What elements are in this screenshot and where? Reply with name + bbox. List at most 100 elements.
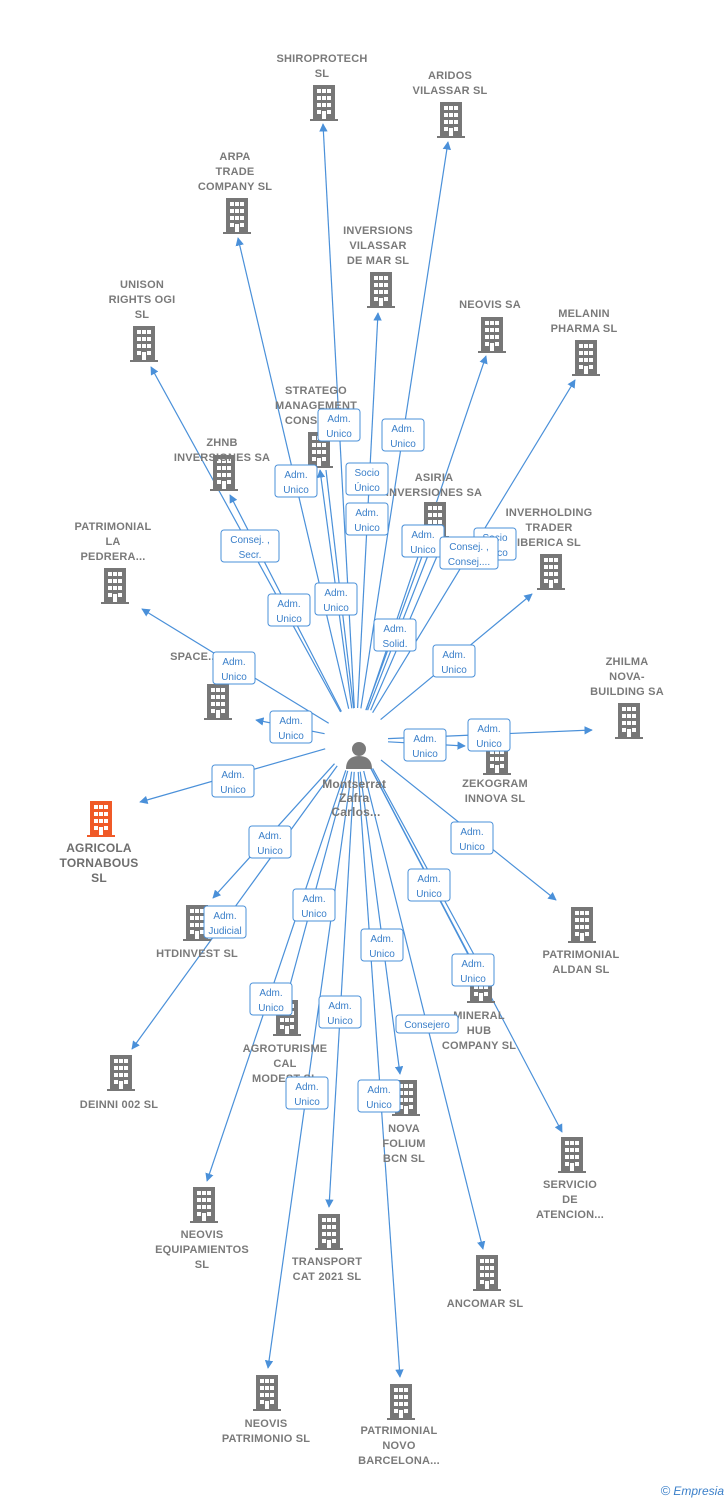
- edge-label-servicio[interactable]: Adm.Unico: [451, 953, 495, 987]
- edge-label-line: Unico: [327, 1016, 353, 1027]
- edge-label-agricola[interactable]: Adm.Unico: [211, 764, 255, 798]
- edge-label-box: [267, 593, 311, 627]
- edge-label-nova-folium[interactable]: Adm.Unico: [360, 928, 404, 962]
- company-label-line: TRADER: [525, 522, 572, 534]
- edge-label-line: Unico: [369, 949, 395, 960]
- edge-label-arpa[interactable]: Adm.Unico: [274, 464, 318, 498]
- company-node-ancomar[interactable]: ANCOMAR SL: [447, 1255, 524, 1310]
- edge-label-inversions[interactable]: Adm.Unico: [381, 418, 425, 452]
- company-label-line: DE MAR SL: [347, 255, 409, 267]
- company-label-line: SL: [135, 309, 150, 321]
- edge-label-ancomar[interactable]: Consejero: [395, 1014, 459, 1034]
- building-icon: [87, 801, 115, 837]
- edge-label-agroturisme[interactable]: Adm.Unico: [292, 888, 336, 922]
- building-icon: [253, 1375, 281, 1411]
- edge-label-neovis-equip[interactable]: Adm.Unico: [249, 982, 293, 1016]
- edge-patrimonial-novo: [357, 771, 404, 1378]
- edge-label-asiria[interactable]: Consej. ,Consej....: [439, 536, 499, 570]
- edge-label-zhnb[interactable]: Consej. ,Secr.: [220, 529, 280, 563]
- edge-label-inverholding[interactable]: Adm.Unico: [432, 644, 476, 678]
- edge-label-line: Adm.: [391, 424, 414, 435]
- edge-label-stratego[interactable]: Adm.Unico: [317, 408, 361, 442]
- edge-label-asiria[interactable]: Adm.Solid.: [373, 618, 417, 652]
- edge-label-transport[interactable]: Adm.Unico: [318, 995, 362, 1029]
- edge-label-box: [403, 728, 447, 762]
- edge-label-stratego[interactable]: Adm.Unico: [314, 582, 358, 616]
- edge-label-line: Adm.: [221, 770, 244, 781]
- company-label-line: CAL: [273, 1058, 296, 1070]
- edge-label-shiroprotech[interactable]: Adm.Unico: [345, 502, 389, 536]
- edge-label-text: Adm.Unico: [258, 988, 284, 1014]
- edge-label-patrimonial-pedrera[interactable]: Adm.Unico: [212, 651, 256, 685]
- edge-label-box: [432, 644, 476, 678]
- company-label: DEINNI 002 SL: [80, 1099, 158, 1111]
- edge-label-space[interactable]: Adm.Unico: [269, 710, 313, 744]
- edge-label-text: Adm.Unico: [294, 1082, 320, 1108]
- edge-label-deinni[interactable]: Adm.Judicial: [203, 905, 247, 939]
- edge-label-zekogram[interactable]: Adm.Unico: [403, 728, 447, 762]
- company-label-line: PATRIMONIO SL: [222, 1433, 310, 1445]
- edge-label-line: Unico: [258, 1003, 284, 1014]
- building-icon: [190, 1187, 218, 1223]
- company-node-htdinvest[interactable]: HTDINVEST SL: [156, 905, 238, 960]
- company-node-space[interactable]: SPACE...: [170, 651, 232, 720]
- edge-label-unison[interactable]: Adm.Unico: [267, 593, 311, 627]
- edge-label-neovis-patrimonio[interactable]: Adm.Unico: [285, 1076, 329, 1110]
- edge-label-patrimonial-novo[interactable]: Adm.Unico: [357, 1079, 401, 1113]
- edge-label-line: Unico: [294, 1097, 320, 1108]
- edge-label-box: [274, 464, 318, 498]
- edge-label-patrimonial-aldan[interactable]: Adm.Unico: [450, 821, 494, 855]
- edge-label-text: Adm.Unico: [390, 424, 416, 450]
- company-node-neovis-sa[interactable]: NEOVIS SA: [459, 299, 521, 353]
- company-label-line: DEINNI 002 SL: [80, 1099, 158, 1111]
- edge-label-line: Unico: [354, 523, 380, 534]
- building-icon: [223, 198, 251, 234]
- edge-label-zhilma[interactable]: Adm.Unico: [467, 718, 511, 752]
- company-label-line: ARPA: [219, 151, 250, 163]
- brand-watermark[interactable]: ©Empresia: [661, 1483, 724, 1498]
- company-label: NEOVIS SA: [459, 299, 521, 311]
- edge-label-htdinvest[interactable]: Adm.Unico: [248, 825, 292, 859]
- edge-label-box: [395, 1014, 459, 1034]
- edge-label-line: Adm.: [367, 1085, 390, 1096]
- edge-label-line: Adm.: [213, 911, 236, 922]
- edge-label-line: Unico: [476, 739, 502, 750]
- edge-label-line: Adm.: [302, 894, 325, 905]
- edge-label-asiria[interactable]: Adm.Unico: [401, 524, 445, 558]
- center-person-label: Montserrat Zafra Carlos...: [322, 777, 390, 819]
- edge-label-mineral[interactable]: Adm.Unico: [407, 868, 451, 902]
- edge-label-text: Consej. ,Secr.: [230, 535, 269, 561]
- center-person[interactable]: Montserrat Zafra Carlos...: [322, 742, 390, 819]
- company-node-deinni[interactable]: DEINNI 002 SL: [80, 1055, 158, 1111]
- company-label-line: INNOVA SL: [465, 793, 526, 805]
- company-label-line: ALDAN SL: [552, 964, 609, 976]
